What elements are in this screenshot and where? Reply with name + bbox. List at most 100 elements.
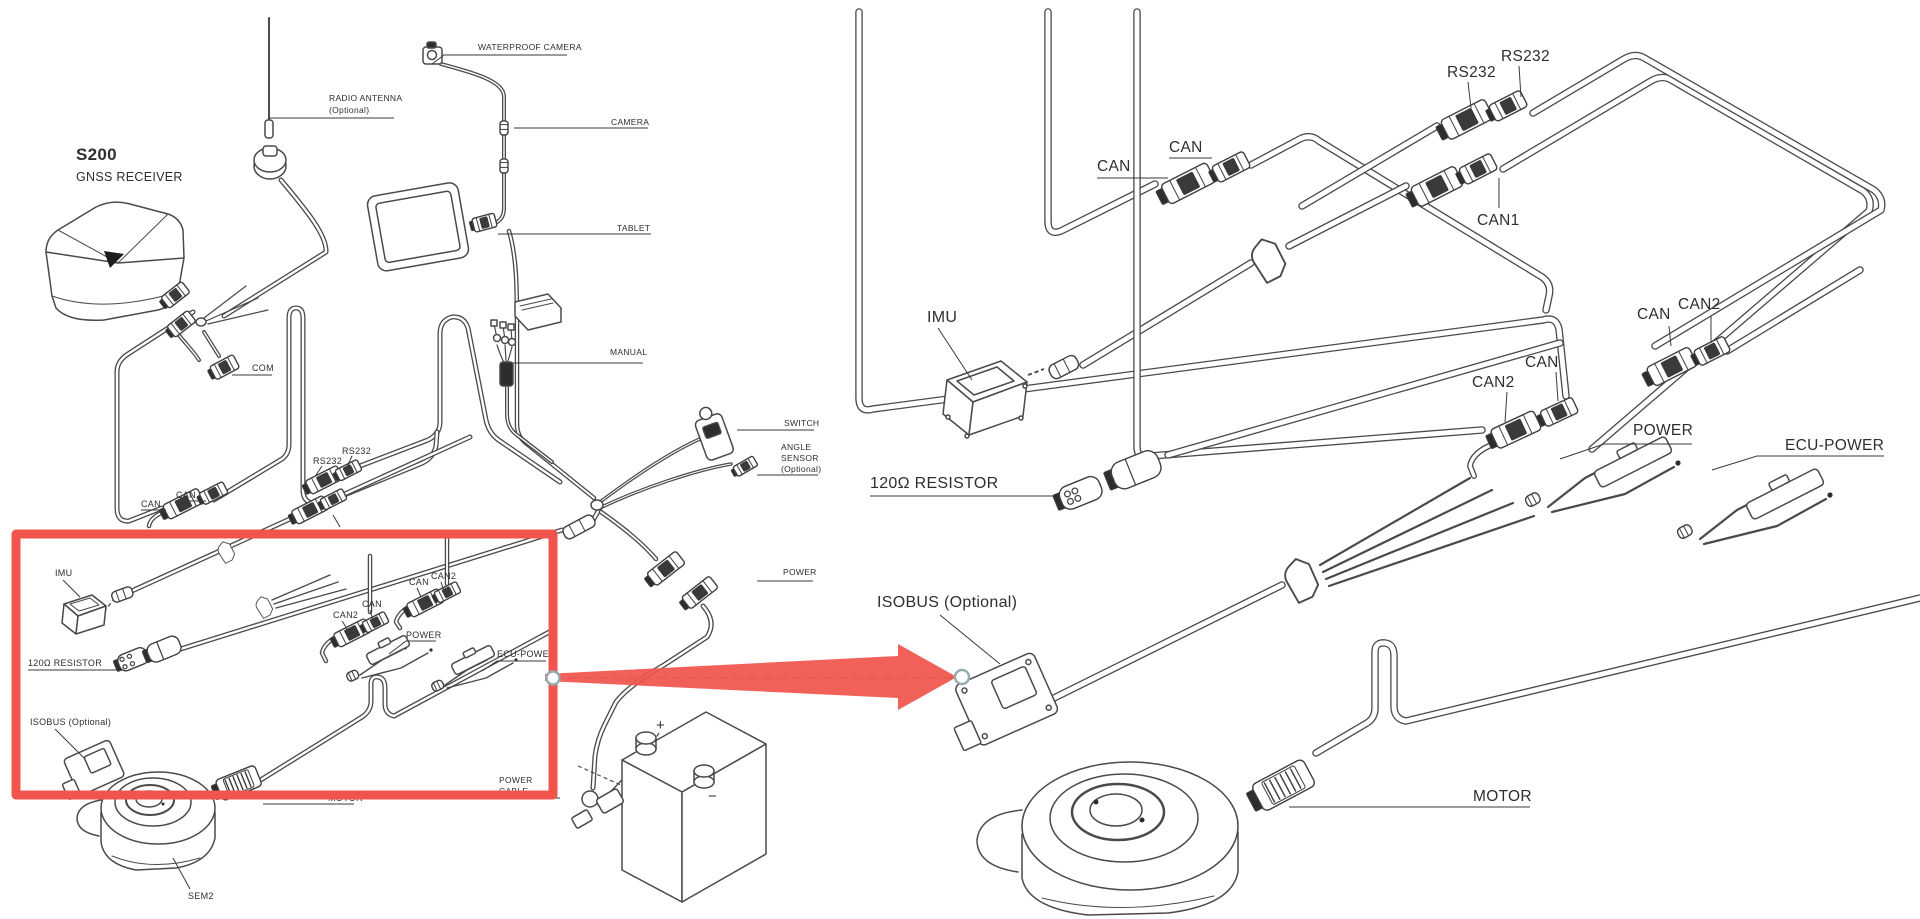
label-can-lb: CAN [176, 490, 196, 500]
label-power-mid: POWER [783, 567, 817, 577]
gnss-receiver-illustration [45, 201, 185, 321]
wire [446, 662, 514, 689]
label-power-l: POWER [406, 630, 442, 640]
connector-barrel [562, 514, 596, 540]
zoom-arrow-icon [545, 644, 957, 710]
connector-std [165, 310, 196, 338]
connector-std [317, 488, 348, 511]
connector-barrel [431, 679, 445, 692]
wire [207, 309, 269, 325]
label-isobus-l: ISOBUS (Optional) [30, 717, 111, 727]
label-angle-3: (Optional) [781, 464, 821, 474]
wire [273, 581, 339, 605]
isobus-right-illustration [953, 652, 1059, 752]
label-can-r2: CAN [1169, 139, 1203, 156]
connector-barrel [346, 669, 360, 682]
connector-std [332, 459, 363, 482]
wire [203, 285, 247, 319]
label-rs232-r2: RS232 [1501, 48, 1550, 65]
label-leader-line [1668, 325, 1672, 347]
label-leader-line [431, 54, 567, 65]
label-resistor-l: 120Ω RESISTOR [28, 658, 102, 668]
label-leader-line [172, 857, 191, 890]
cable-core [1500, 75, 1873, 452]
label-can-r4: CAN [1637, 306, 1671, 323]
cable-core [1286, 183, 1409, 249]
connector-std [159, 281, 190, 309]
connector-std [679, 576, 718, 611]
label-rs232-lb: RS232 [342, 446, 371, 456]
pigtail-harness-bars [365, 436, 1825, 676]
dashed-wire [577, 765, 631, 790]
label-leader-line [332, 514, 341, 528]
connector-std [196, 481, 229, 505]
wire-tip-dot [1675, 460, 1681, 466]
cable-clip-icons [217, 238, 1320, 619]
zoom-link-endpoint-circle [545, 670, 561, 686]
label-leader-line [1518, 65, 1522, 98]
highlight-overlay-layer [11, 529, 971, 800]
wire [1550, 465, 1676, 514]
thin-wire-layer [103, 17, 1833, 819]
label-battery-plus: + [656, 717, 665, 734]
manual-kit-illustration [490, 293, 562, 387]
receiver-splitter-hub [195, 317, 207, 327]
cable-core [506, 385, 553, 463]
cable [598, 436, 704, 504]
label-leader-line [315, 465, 323, 476]
label-leader-line [481, 660, 546, 672]
connector-std [1690, 336, 1731, 366]
imu-left-illustration [61, 594, 107, 635]
label-imu-r: IMU [927, 309, 957, 326]
cable-core [601, 463, 732, 508]
connector-barrel [1524, 492, 1541, 507]
wire [1702, 497, 1828, 546]
connector-std [1405, 166, 1464, 208]
label-leader-line [1467, 81, 1472, 109]
cable-core [1468, 444, 1491, 478]
cable-junction-hub [590, 499, 604, 511]
cable [221, 177, 329, 319]
label-leader-line [388, 640, 436, 655]
connector-std [207, 354, 240, 380]
label-resistor-r: 120Ω RESISTOR [870, 475, 999, 492]
label-leader-line [54, 728, 86, 760]
wire-tip-dot [429, 648, 433, 652]
connector-std [301, 465, 343, 495]
label-angle-1: ANGLE [781, 442, 811, 452]
label-tablet: TABLET [617, 223, 650, 233]
label-radio-antenna-2: (Optional) [329, 105, 369, 115]
label-leader-line [62, 579, 81, 598]
device-layer [45, 41, 1825, 916]
waterproof-camera-illustration [422, 41, 443, 65]
label-can2-r2: CAN2 [1678, 296, 1721, 313]
label-leader-line [937, 327, 973, 381]
cable-core [1165, 340, 1563, 458]
label-can-lc: CAN [362, 599, 382, 609]
label-isobus-r: ISOBUS (Optional) [877, 594, 1017, 611]
label-ecu-power-r: ECU-POWER [1785, 437, 1884, 454]
connector-barrel [499, 120, 509, 136]
cable [598, 509, 659, 562]
label-motor-r: MOTOR [1473, 788, 1532, 805]
label-can-r1: CAN [1097, 158, 1131, 175]
connector-std [1208, 151, 1251, 183]
label-can-la: CAN [141, 499, 161, 509]
tablet-illustration [366, 182, 470, 272]
label-power-r: POWER [1633, 422, 1693, 439]
label-imu-l: IMU [55, 568, 72, 578]
battery-clamp-illustration [571, 788, 625, 829]
label-waterproof-camera: WATERPROOF CAMERA [478, 42, 582, 52]
label-can2-ld: CAN2 [431, 571, 456, 581]
label-leader-line [440, 581, 445, 592]
cable-core [591, 604, 713, 790]
connector-std [1155, 162, 1216, 205]
label-ecu-power-l: ECU-POWER [497, 649, 556, 659]
connector-std [1536, 397, 1579, 427]
zoom-link-endpoint-circle [953, 668, 971, 686]
label-battery-minus: − [708, 788, 717, 805]
cable-core [856, 9, 1569, 413]
